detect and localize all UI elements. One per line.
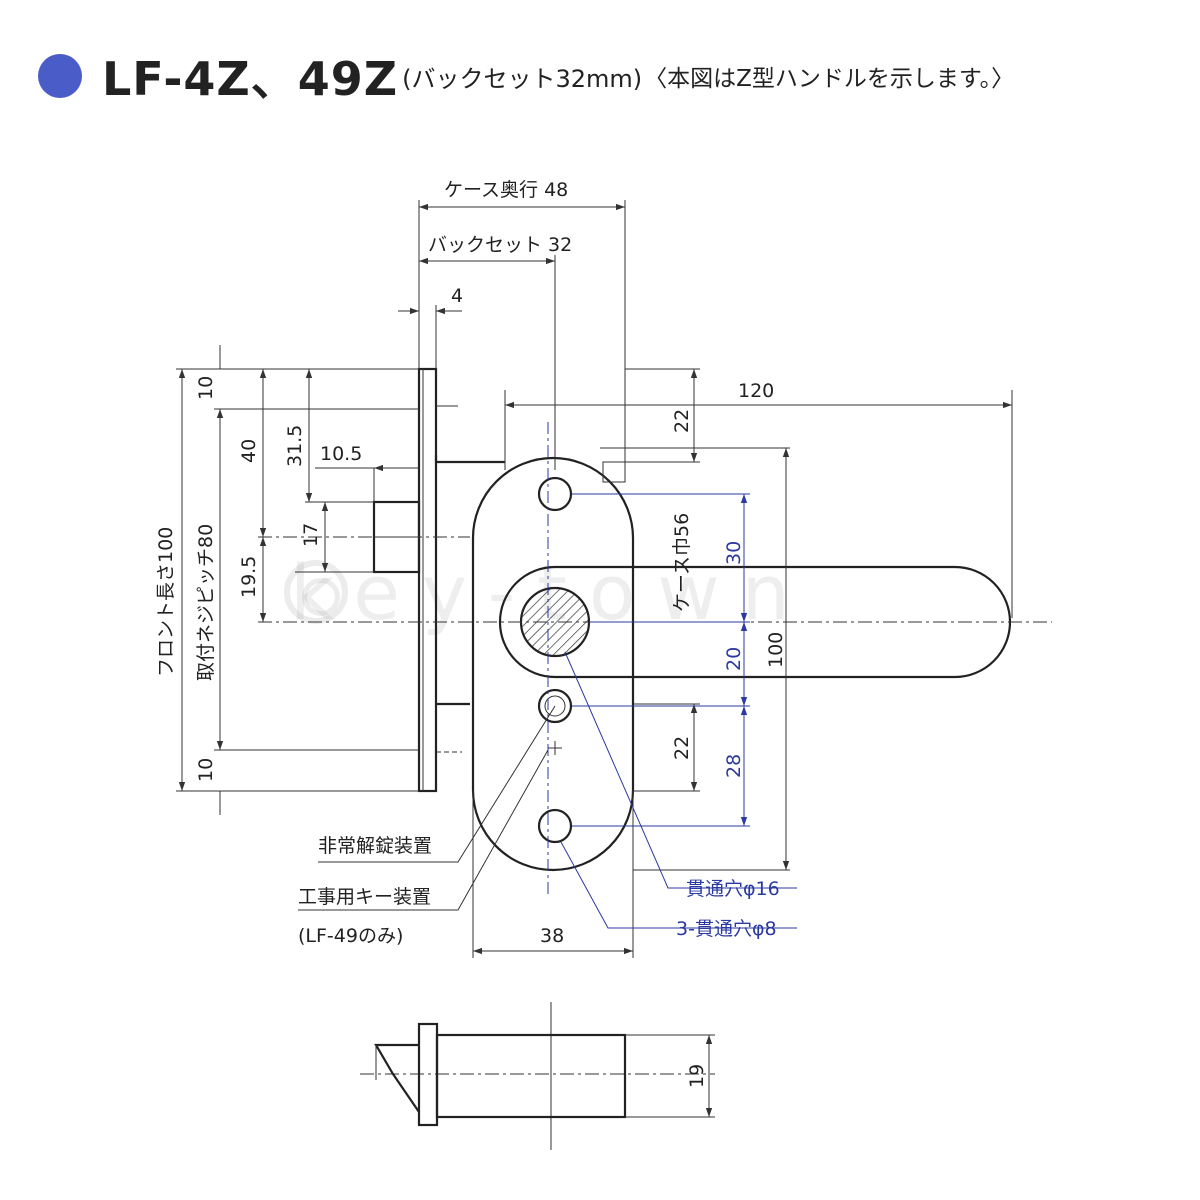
dim-40-label: 40 (238, 439, 260, 463)
dim-22-bottom-label: 22 (671, 736, 693, 760)
dim-22-top-label: 22 (671, 409, 693, 433)
callout-through-hole-16: 貫通穴φ16 (686, 878, 780, 900)
dim-10-bottom-label: 10 (195, 758, 217, 782)
dim-10-top-label: 10 (195, 376, 217, 400)
callout-construction-key: 工事用キー装置 (298, 886, 431, 908)
title-figure-note: 〈本図はZ型ハンドルを示します。〉 (644, 66, 1015, 92)
dim-100-label: 100 (765, 632, 787, 668)
dim-20-label: 20 (723, 647, 745, 671)
dim-backset-label: バックセット 32 (428, 234, 572, 256)
title-backset-note: (バックセット32mm) (402, 64, 643, 93)
dimension-lines-right (572, 368, 790, 871)
dim-17-label: 17 (300, 523, 322, 547)
dim-case-width-label: ケース巾56 (671, 513, 693, 612)
dim-case-depth-label: ケース奥行 48 (444, 179, 568, 201)
dim-120-label: 120 (738, 380, 774, 402)
dim-19-label: 19 (686, 1064, 708, 1088)
dim-30-label: 30 (723, 541, 745, 565)
dim-28-label: 28 (723, 754, 745, 778)
callout-lf49-only: (LF-49のみ) (298, 925, 403, 947)
handle-lever (498, 461, 1012, 679)
dim-38-label: 38 (540, 925, 564, 947)
dim-10-5-label: 10.5 (320, 443, 362, 465)
dim-screw-pitch-label: 取付ネジピッチ80 (195, 524, 217, 681)
dimension-lines-top (398, 200, 1013, 618)
screw-holes (537, 476, 573, 844)
header: LF-4Z、49Z (バックセット32mm) 〈本図はZ型ハンドルを示します。〉 (38, 44, 1014, 108)
front-plate (417, 367, 438, 793)
dim-front-length-label: フロント長さ100 (155, 527, 177, 677)
title-bullet-icon (38, 54, 82, 98)
dimension-lines-left (176, 345, 419, 815)
watermark-logo-icon (284, 560, 348, 624)
callout-through-hole-8: 3-貫通穴φ8 (676, 918, 777, 940)
callout-emergency-unlock: 非常解錠装置 (318, 835, 432, 857)
lock-case-outline (434, 405, 505, 753)
dim-19-5-label: 19.5 (238, 556, 260, 598)
escutcheon-plate (471, 456, 635, 872)
page-title: LF-4Z、49Z (102, 52, 399, 106)
dim-4-label: 4 (451, 285, 463, 307)
dimension-lines-bottom (472, 790, 634, 958)
callout-leaders (298, 651, 797, 929)
dim-31-5-label: 31.5 (284, 425, 306, 467)
center-lines (258, 422, 1052, 895)
latch-side-view (360, 1002, 715, 1150)
